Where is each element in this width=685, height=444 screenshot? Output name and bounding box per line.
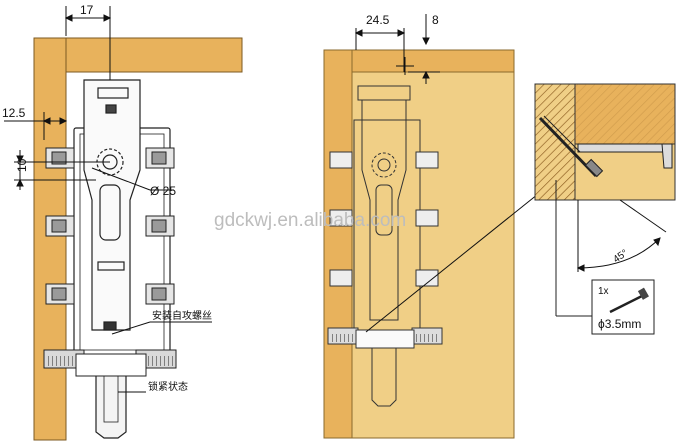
screw-size-label: ϕ3.5mm <box>598 317 641 331</box>
left-view-screws <box>45 147 175 305</box>
right-view-dimensions <box>354 14 559 333</box>
screw-spec-box <box>555 180 655 335</box>
right-side-panel <box>323 49 353 439</box>
right-panel-background <box>323 49 515 439</box>
dim-diameter-label: Ø 25 <box>150 184 176 198</box>
spec-screw-icon <box>609 294 643 314</box>
top-panel <box>33 37 243 73</box>
detail-screw <box>538 115 604 178</box>
dim-8-label: 8 <box>432 13 439 27</box>
detail-rail <box>577 143 673 169</box>
detail-hatched-side <box>534 83 576 201</box>
dim-12-5-label: 12.5 <box>2 106 26 120</box>
right-view-screws <box>329 151 439 287</box>
left-view-toothed-clamps <box>43 349 177 377</box>
dim-10-label: 10 <box>15 158 29 172</box>
right-view: 24.5 8 <box>323 13 559 439</box>
dim-17-label: 17 <box>80 3 94 17</box>
detail-view: 45° 1x ϕ3.5mm <box>534 83 676 335</box>
left-view-dimensions <box>4 6 212 393</box>
right-view-toothed-clamps <box>327 327 443 349</box>
screw-quantity-label: 1x <box>598 286 609 297</box>
callout-locked-state: 锁紧状态 <box>148 380 188 393</box>
left-view: 17 12.5 10 Ø 25 安装自攻螺丝 锁紧状态 <box>2 3 243 441</box>
side-panel <box>33 37 67 441</box>
angle-45-indicator <box>576 199 667 272</box>
watermark-text: gdckwj.en.alibaba.com <box>214 210 406 231</box>
callout-install-screws: 安装自攻螺丝 <box>152 309 212 322</box>
dim-24-5-label: 24.5 <box>366 13 390 27</box>
angle-45-label: 45° <box>611 248 630 266</box>
